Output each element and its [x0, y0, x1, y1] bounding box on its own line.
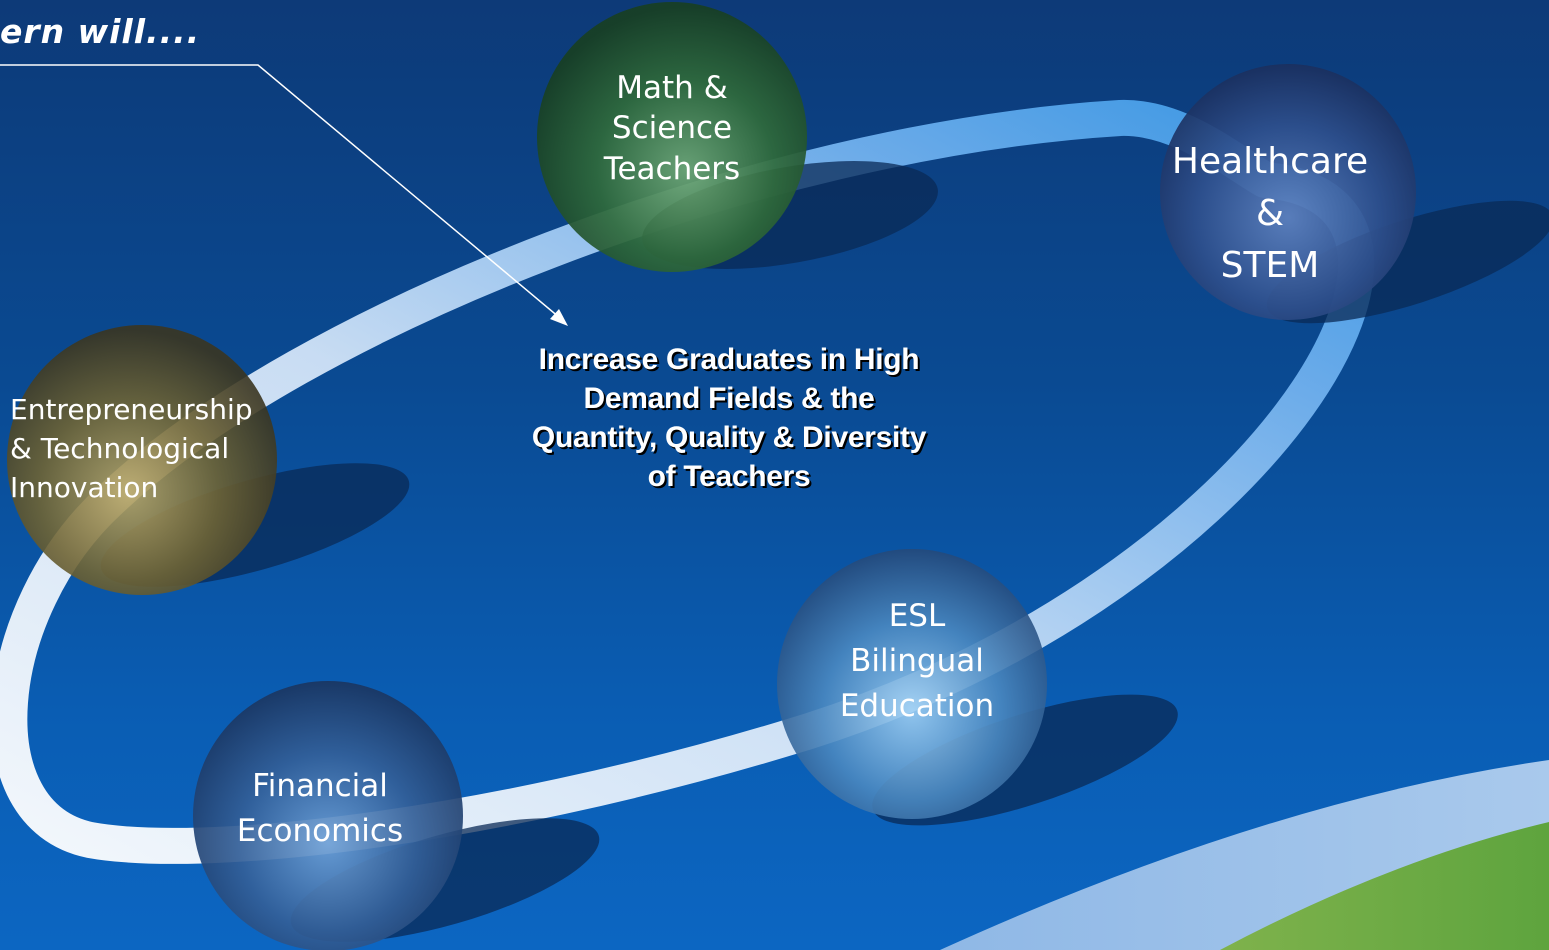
swoosh-green-band [1220, 822, 1549, 950]
entrepreneurship-label-line: Entrepreneurship [10, 393, 253, 426]
healthcare-stem-label-line: & [1255, 193, 1285, 235]
healthcare-stem-label: Healthcare & STEM [1160, 136, 1380, 293]
healthcare-stem-label-line: STEM [1220, 245, 1320, 287]
orbit-ring [0, 99, 1375, 864]
financial-economics-label: Financial Economics [205, 764, 435, 854]
math-science-label-line: Science [611, 110, 733, 147]
esl-bilingual-label-line: Education [839, 687, 995, 724]
financial-economics-sphere [193, 681, 463, 950]
entrepreneurship-label-line: & Technological [10, 432, 230, 466]
header-fragment: ern will.... [0, 12, 201, 51]
entrepreneurship-label: Entrepreneurship & Technological Innovat… [10, 390, 253, 508]
financial-economics-label-line: Economics [236, 812, 404, 849]
financial-economics-label-line: Financial [252, 768, 388, 804]
math-science-label: Math & Science Teachers [562, 68, 782, 189]
math-science-sphere [537, 2, 807, 272]
healthcare-stem-label-line: Healthcare [1171, 141, 1369, 182]
center-statement: Increase Graduates in High Demand Fields… [448, 340, 1010, 496]
esl-bilingual-label: ESL Bilingual Education [802, 594, 1032, 729]
math-science-label-line: Teachers [603, 150, 741, 187]
center-statement-line: Quantity, Quality & Diversity [531, 421, 927, 454]
callout-arrowhead [550, 309, 568, 326]
esl-bilingual-sphere [777, 549, 1047, 819]
esl-bilingual-label-line: ESL [888, 598, 946, 634]
center-statement-line: Increase Graduates in High [538, 343, 920, 376]
entrepreneurship-sphere [7, 325, 277, 595]
entrepreneurship-label-line: Innovation [10, 471, 159, 505]
math-science-label-line: Math & [616, 70, 728, 106]
center-statement-line: Demand Fields & the [583, 382, 875, 415]
callout-connector [0, 64, 561, 319]
center-statement-line: of Teachers [647, 460, 811, 493]
healthcare-stem-sphere [1160, 64, 1416, 320]
esl-bilingual-label-line: Bilingual [850, 642, 984, 679]
